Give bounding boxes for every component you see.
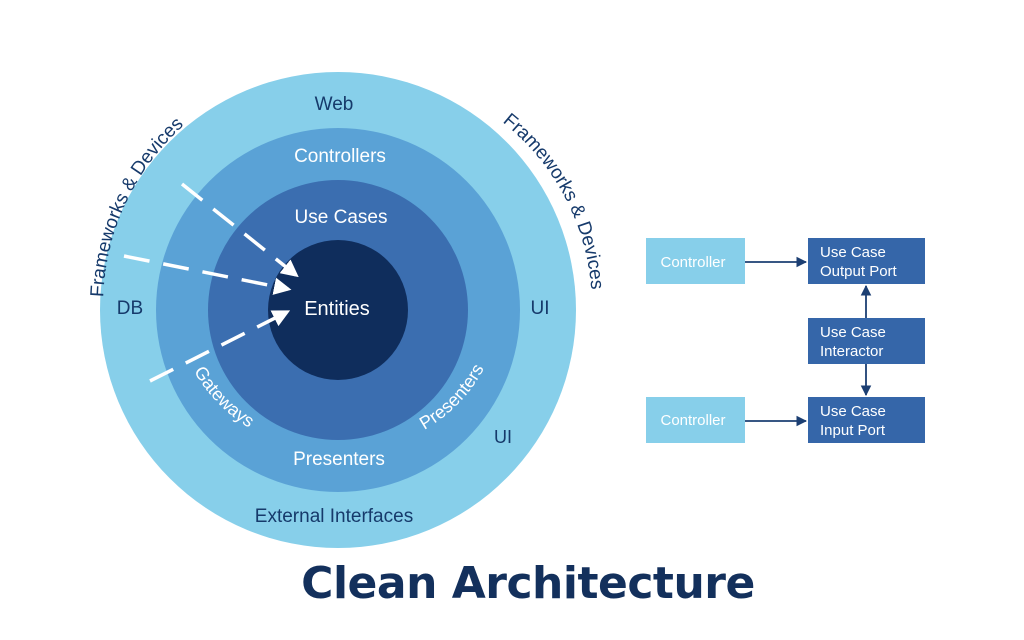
dependency-arrows — [123, 182, 299, 383]
label-external-interfaces: External Interfaces — [255, 506, 413, 527]
dependency-arrow-left — [123, 254, 292, 295]
output-port-box — [808, 238, 925, 284]
input-port-line-1: Use Case — [820, 403, 886, 420]
interactor-line-2: Interactor — [820, 343, 883, 360]
dependency-arrow-lower-left — [149, 310, 291, 383]
label-entities: Entities — [304, 298, 370, 320]
controller-box-bottom-label: Controller — [660, 412, 725, 429]
output-port-line-1: Use Case — [820, 244, 886, 261]
ring-entities-core — [268, 240, 408, 380]
label-presenters-bottom: Presenters — [293, 449, 385, 470]
label-controllers: Controllers — [294, 146, 386, 167]
label-web: Web — [315, 94, 354, 115]
dependency-arrow-upper-left — [180, 182, 299, 278]
controller-box-top-label: Controller — [660, 254, 725, 271]
controller-box-top — [646, 238, 745, 284]
use-case-flow: Controller Controller Use Case Output Po… — [646, 238, 925, 443]
input-port-line-2: Input Port — [820, 422, 886, 439]
label-ui-lower: UI — [494, 427, 512, 447]
page-title: Clean Architecture — [301, 558, 755, 609]
label-db: DB — [117, 298, 143, 319]
controller-box-bottom — [646, 397, 745, 443]
interactor-line-1: Use Case — [820, 324, 886, 341]
input-port-box — [808, 397, 925, 443]
label-use-cases: Use Cases — [295, 207, 388, 228]
label-ui: UI — [531, 298, 550, 319]
output-port-line-2: Output Port — [820, 263, 898, 280]
interactor-box — [808, 318, 925, 364]
